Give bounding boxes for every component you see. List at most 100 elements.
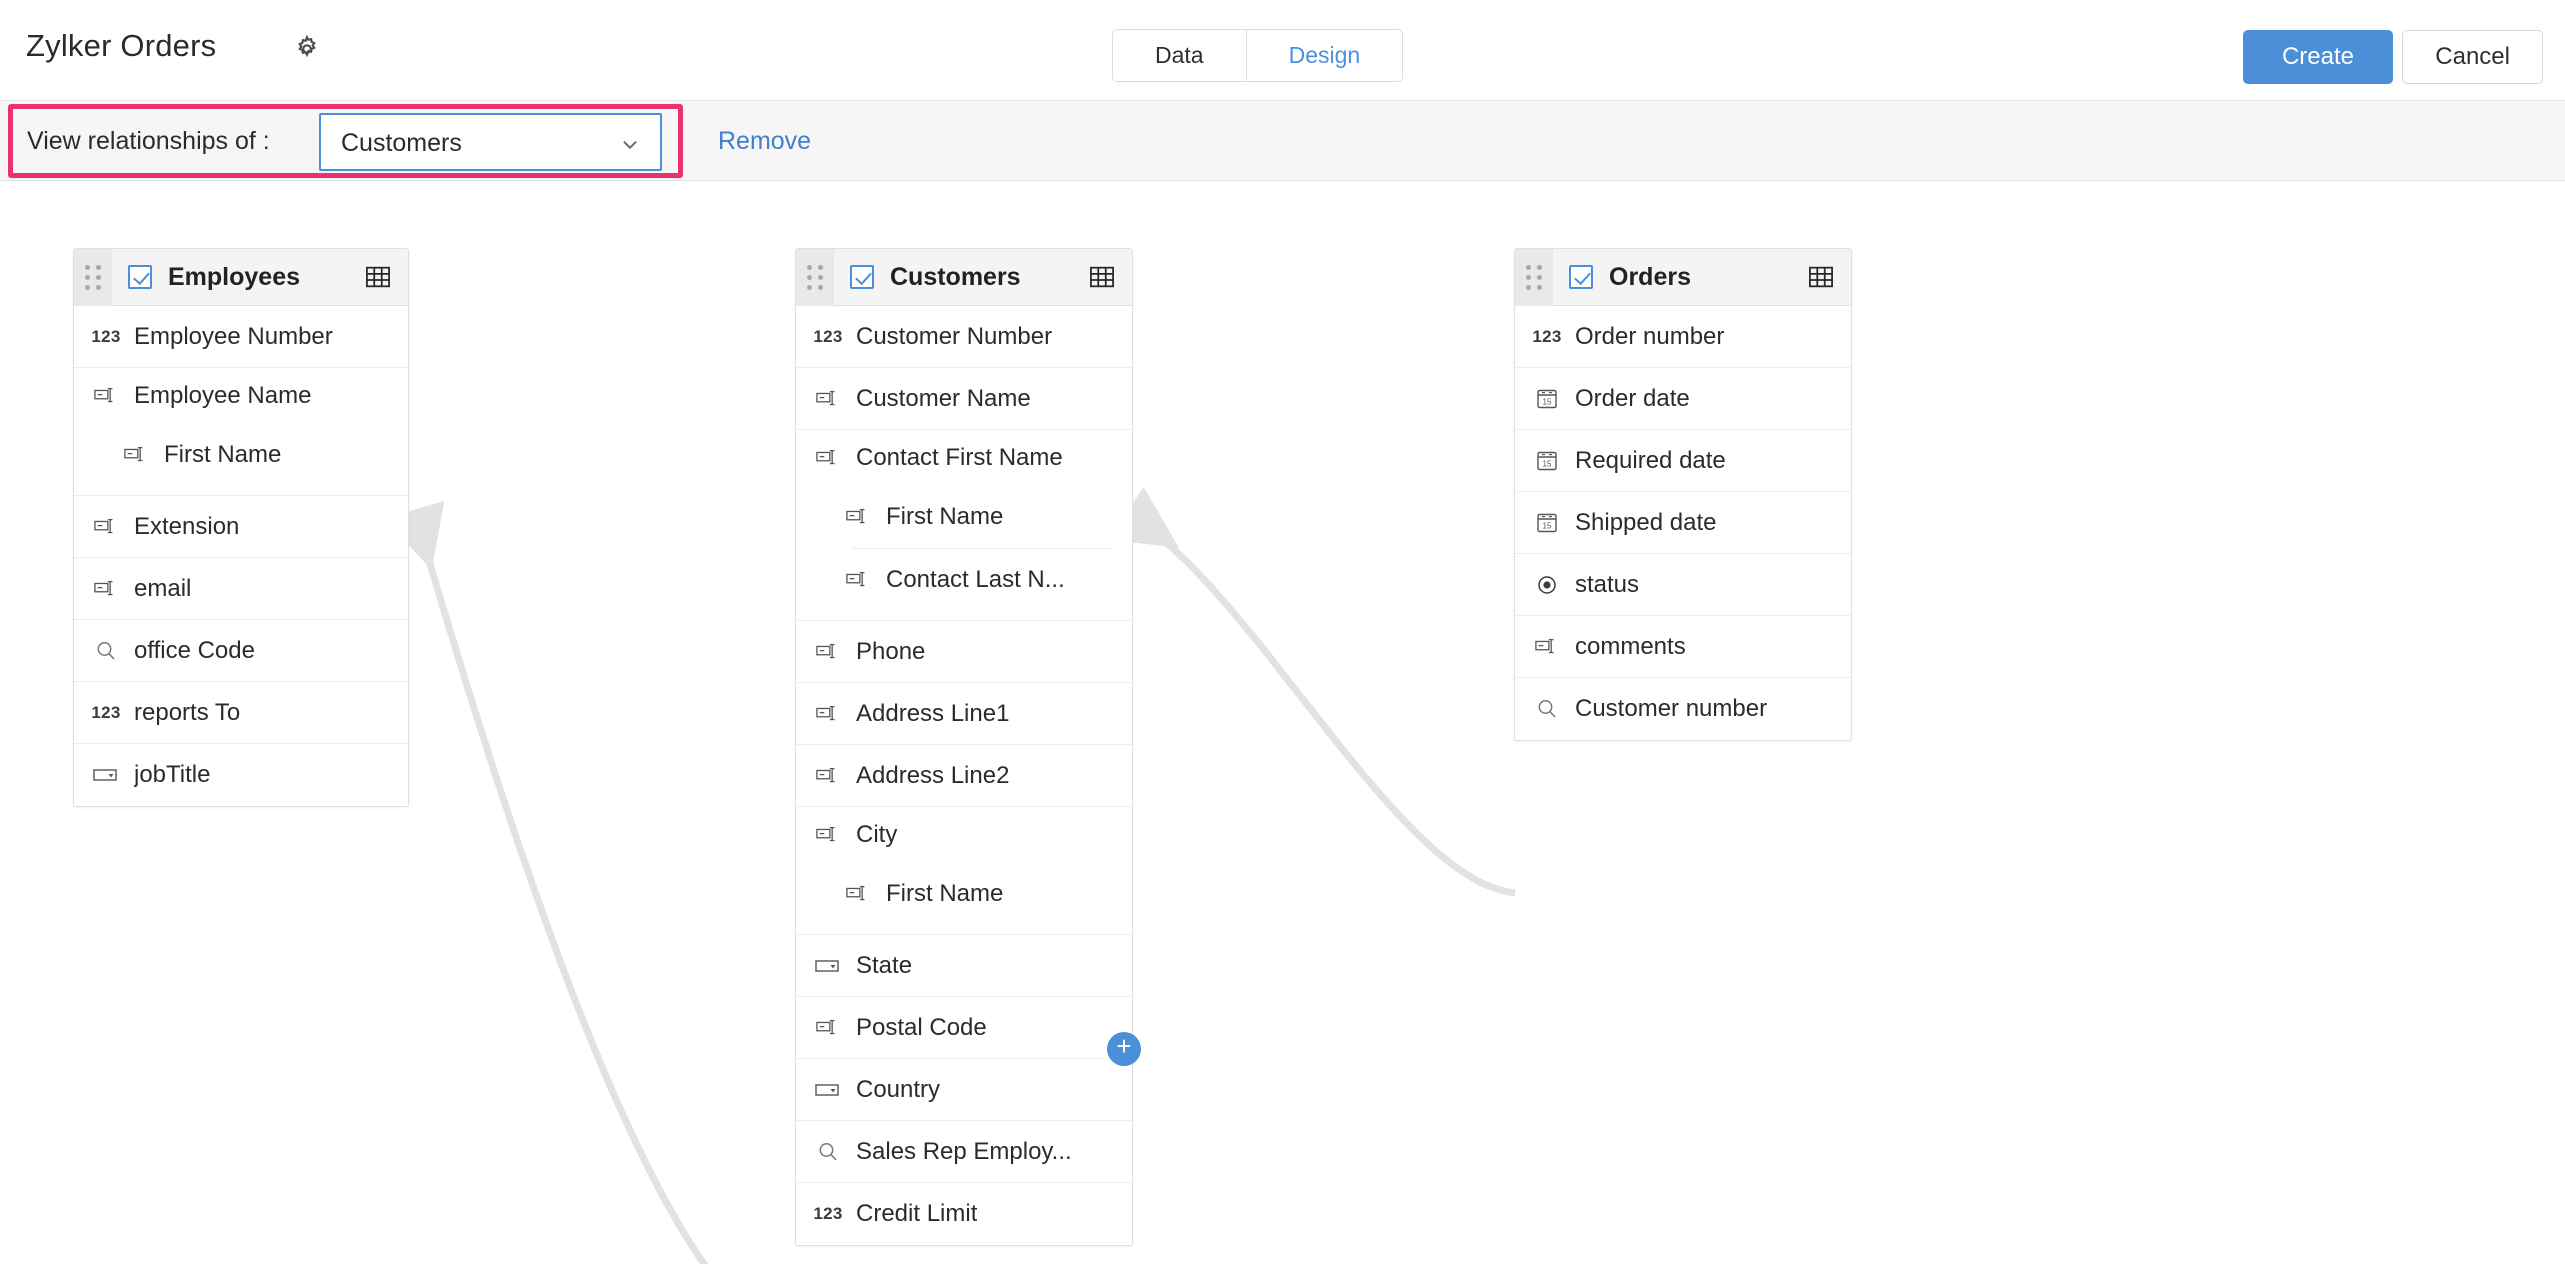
relationship-selected-value: Customers (341, 129, 462, 157)
relationship-table-select[interactable]: Customers (319, 113, 662, 171)
table-card-customers[interactable]: Customers 123 Customer Number Customer N… (795, 248, 1133, 1246)
number-icon: 123 (1532, 326, 1562, 346)
dropdown-field-icon (810, 1081, 846, 1099)
field-label: Phone (856, 637, 926, 665)
field-row[interactable]: 123 reports To (74, 682, 408, 744)
field-label: Sales Rep Employ... (856, 1137, 1072, 1165)
text-field-icon (840, 884, 876, 904)
lookup-search-icon (1529, 697, 1565, 721)
field-row[interactable]: 15 Order date (1515, 368, 1851, 430)
field-row[interactable]: status (1515, 554, 1851, 616)
field-row[interactable]: Address Line1 (796, 683, 1132, 745)
field-row[interactable]: Extension (74, 496, 408, 558)
field-row-nested[interactable]: First Name (74, 424, 408, 486)
field-label: Order date (1575, 384, 1690, 412)
create-button[interactable]: Create (2242, 30, 2393, 84)
field-label: First Name (886, 503, 1004, 530)
field-label: Contact Last N... (886, 566, 1065, 593)
field-row[interactable]: Phone (796, 621, 1132, 683)
field-row-nested[interactable]: Contact Last N... (796, 549, 1132, 611)
settings-button[interactable] (289, 33, 325, 69)
field-label: First Name (164, 441, 282, 468)
text-field-icon (810, 448, 846, 468)
table-header[interactable]: Orders (1515, 248, 1851, 306)
field-row[interactable]: Customer number (1515, 678, 1851, 740)
table-grid-icon[interactable] (1088, 263, 1116, 291)
table-checkbox[interactable] (850, 265, 874, 289)
view-mode-tabs[interactable]: Data Design (1112, 29, 1404, 82)
table-checkbox[interactable] (128, 265, 152, 289)
field-row[interactable]: Sales Rep Employ... (796, 1121, 1132, 1183)
field-label: Employee Name (134, 382, 312, 409)
table-checkbox[interactable] (1569, 265, 1593, 289)
field-row[interactable]: Address Line2 (796, 745, 1132, 807)
gear-icon (292, 34, 322, 69)
field-row[interactable]: State (796, 935, 1132, 997)
svg-text:15: 15 (1543, 521, 1552, 530)
table-grid-icon[interactable] (364, 263, 392, 291)
add-field-button[interactable]: + (1107, 1032, 1141, 1066)
table-card-employees[interactable]: Employees 123 Employee Number (73, 248, 409, 807)
chevron-down-icon (618, 134, 642, 161)
field-row[interactable]: Postal Code (796, 997, 1132, 1059)
number-icon: 123 (91, 702, 121, 722)
nested-divider (852, 548, 1110, 549)
number-icon: 123 (91, 326, 121, 346)
field-row[interactable]: Customer Name (796, 368, 1132, 430)
lookup-search-icon (88, 639, 124, 663)
dropdown-field-icon (810, 957, 846, 975)
radio-button-icon (1529, 573, 1565, 597)
remove-relationship-link[interactable]: Remove (718, 127, 812, 155)
field-row[interactable]: 123 Employee Number (74, 306, 408, 368)
field-row[interactable]: City (796, 807, 1132, 863)
connector-customers-to-employees (383, 500, 709, 1264)
field-label: Customer number (1575, 695, 1768, 722)
field-label: reports To (134, 698, 241, 726)
connector-orders-to-customers (1108, 486, 1516, 897)
field-row[interactable]: jobTitle (74, 744, 408, 806)
text-field-icon (810, 1018, 846, 1038)
number-icon: 123 (813, 326, 843, 346)
field-label: Order number (1575, 322, 1725, 350)
table-name: Employees (168, 262, 301, 291)
field-row[interactable]: Employee Name (74, 368, 408, 424)
field-label: State (856, 951, 913, 979)
tab-design[interactable]: Design (1245, 30, 1403, 81)
field-row[interactable]: 15 Shipped date (1515, 492, 1851, 554)
table-header[interactable]: Employees (74, 248, 408, 306)
field-row[interactable]: email (74, 558, 408, 620)
table-name: Orders (1609, 262, 1691, 291)
field-row[interactable]: 15 Required date (1515, 430, 1851, 492)
drag-handle-icon[interactable] (796, 248, 834, 306)
field-label: Contact First Name (856, 444, 1063, 471)
field-row[interactable]: office Code (74, 620, 408, 682)
field-group: City First Name (796, 807, 1132, 935)
field-group: Contact First Name First Name (796, 430, 1132, 621)
field-label: Address Line2 (856, 761, 1010, 789)
field-row[interactable]: Contact First Name (796, 430, 1132, 486)
field-label: Country (856, 1075, 941, 1103)
field-row[interactable]: 123 Credit Limit (796, 1183, 1132, 1245)
field-row[interactable]: 123 Customer Number (796, 306, 1132, 368)
table-card-orders[interactable]: Orders 123 Order number 15 (1514, 248, 1852, 741)
field-label: City (856, 821, 898, 848)
cancel-button[interactable]: Cancel (2402, 30, 2543, 84)
field-row[interactable]: Country (796, 1059, 1132, 1121)
text-field-icon (810, 389, 846, 409)
field-label: Required date (1575, 446, 1726, 474)
page-title: Zylker Orders (26, 28, 217, 63)
table-header[interactable]: Customers (796, 248, 1132, 306)
field-label: email (134, 574, 192, 602)
table-grid-icon[interactable] (1807, 263, 1835, 291)
field-row[interactable]: 123 Order number (1515, 306, 1851, 368)
tab-data[interactable]: Data (1113, 30, 1246, 81)
drag-handle-icon[interactable] (1515, 248, 1553, 306)
field-row-nested[interactable]: First Name (796, 486, 1132, 548)
field-row[interactable]: comments (1515, 616, 1851, 678)
field-row-nested[interactable]: First Name (796, 863, 1132, 925)
text-field-icon (88, 386, 124, 406)
field-label: Customer Number (856, 322, 1053, 350)
field-label: Postal Code (856, 1013, 987, 1041)
text-field-icon (840, 570, 876, 590)
drag-handle-icon[interactable] (74, 248, 112, 306)
